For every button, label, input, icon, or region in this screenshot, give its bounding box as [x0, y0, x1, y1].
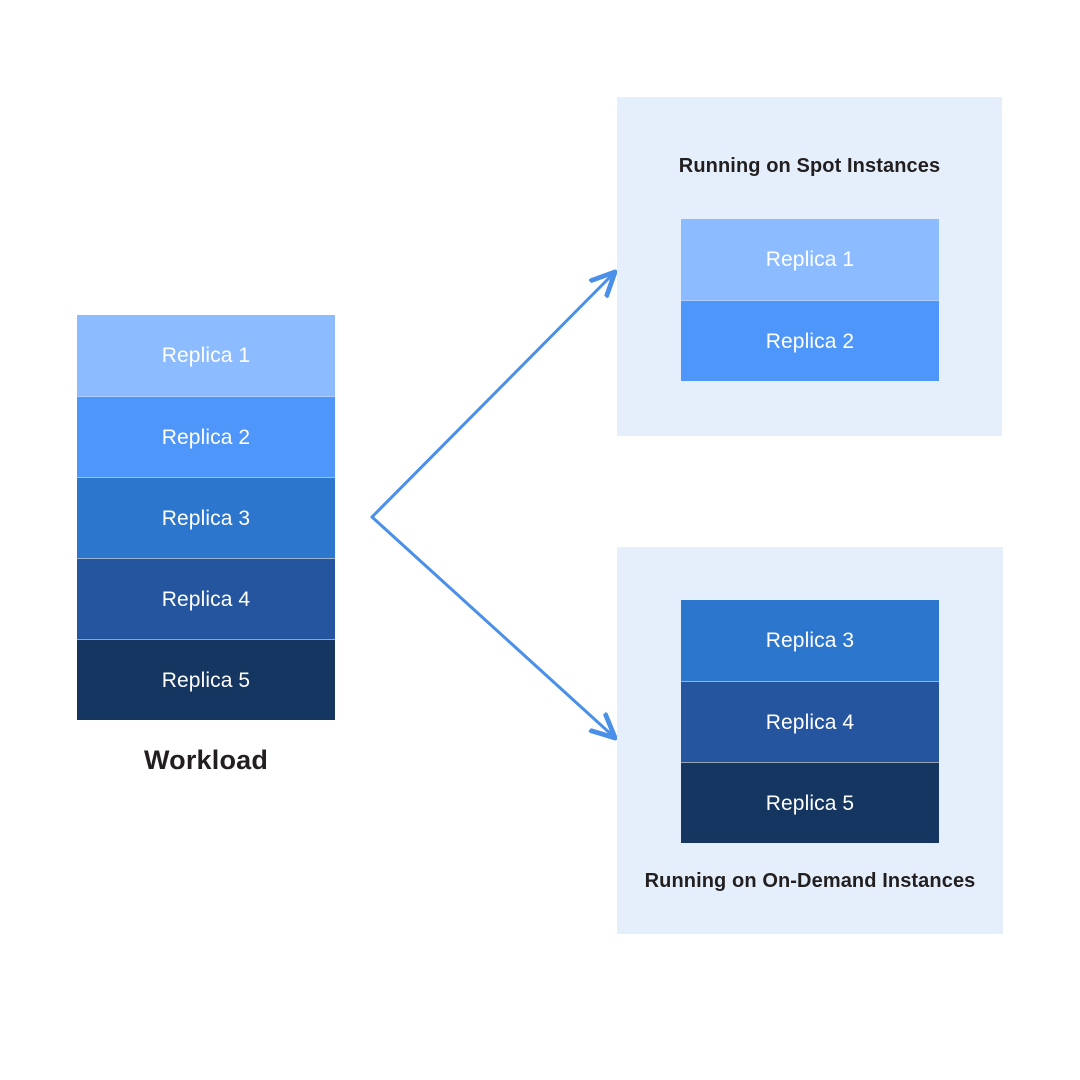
- replica-label: Replica 5: [765, 791, 855, 815]
- spot-replica-stack: Replica 1 Replica 2: [681, 219, 939, 381]
- replica-label: Replica 3: [161, 506, 251, 530]
- replica-label: Replica 2: [161, 425, 251, 449]
- replica-label: Replica 1: [161, 344, 251, 367]
- replica-label: Replica 3: [765, 629, 855, 652]
- workload-replica-1[interactable]: Replica 1: [77, 315, 335, 396]
- replica-label: Replica 4: [161, 587, 251, 611]
- replica-label: Replica 1: [765, 248, 855, 271]
- replica-label: Replica 4: [765, 710, 855, 734]
- workload-replica-2[interactable]: Replica 2: [77, 396, 335, 477]
- on-demand-replica-4[interactable]: Replica 4: [681, 681, 939, 762]
- arrow-to-ondemand: [370, 515, 613, 736]
- panel-spot-instances: Running on Spot Instances Replica 1 Repl…: [617, 97, 1002, 436]
- panel-spot-title: Running on Spot Instances: [678, 155, 941, 177]
- workload-replica-5[interactable]: Replica 5: [77, 639, 335, 720]
- arrow-to-spot: [370, 274, 613, 519]
- workload-group: Replica 1 Replica 2 Replica 3 Replica 4 …: [77, 315, 335, 775]
- workload-title: Workload: [143, 745, 269, 775]
- on-demand-replica-3[interactable]: Replica 3: [681, 600, 939, 681]
- panel-on-demand-instances: Replica 3 Replica 4 Replica 5 Running on…: [617, 547, 1003, 934]
- replica-label: Replica 5: [161, 668, 251, 692]
- on-demand-replica-5[interactable]: Replica 5: [681, 762, 939, 843]
- workload-replica-stack: Replica 1 Replica 2 Replica 3 Replica 4 …: [77, 315, 335, 720]
- spot-replica-2[interactable]: Replica 2: [681, 300, 939, 381]
- workload-replica-4[interactable]: Replica 4: [77, 558, 335, 639]
- panel-on-demand-title: Running on On-Demand Instances: [644, 870, 976, 892]
- on-demand-replica-stack: Replica 3 Replica 4 Replica 5: [681, 600, 939, 843]
- replica-label: Replica 2: [765, 329, 855, 353]
- workload-replica-3[interactable]: Replica 3: [77, 477, 335, 558]
- spot-replica-1[interactable]: Replica 1: [681, 219, 939, 300]
